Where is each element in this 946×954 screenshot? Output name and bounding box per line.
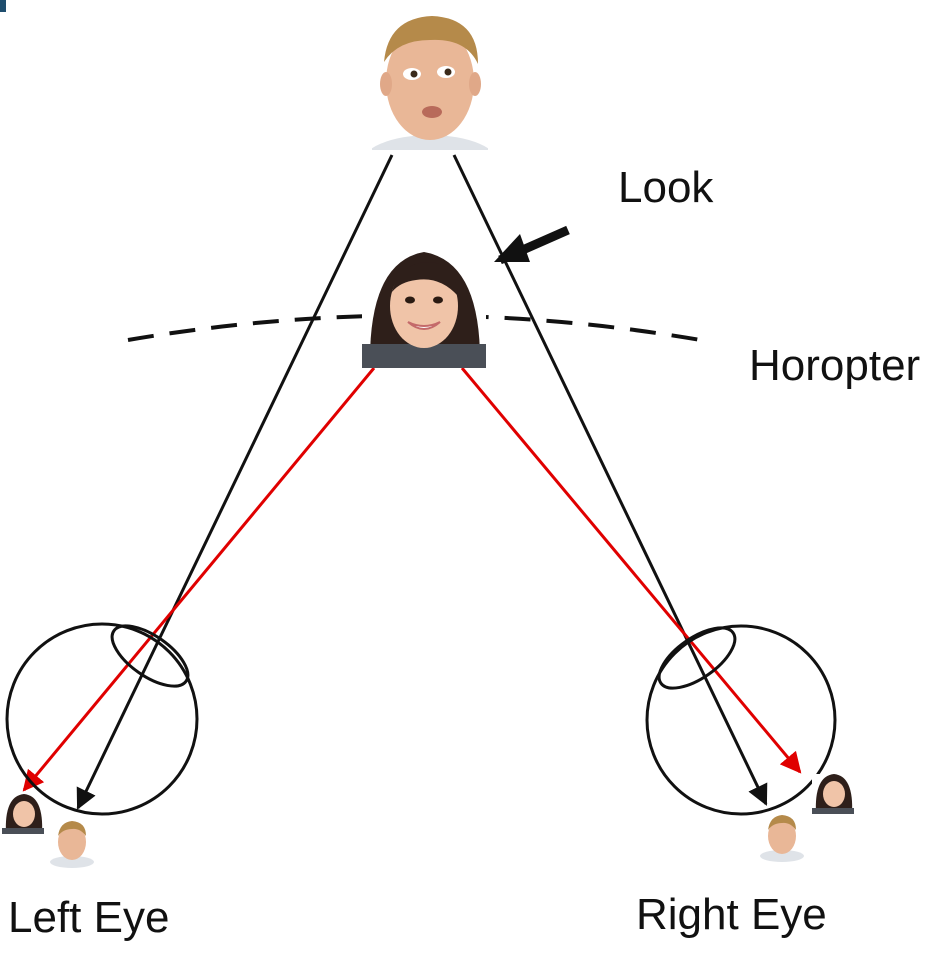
horopter-curve bbox=[127, 313, 713, 344]
left-eye-label: Left Eye bbox=[8, 893, 170, 942]
right-eye-label: Right Eye bbox=[636, 890, 827, 939]
left-eye-girl-image bbox=[2, 794, 44, 834]
horopter-label: Horopter bbox=[749, 341, 921, 390]
right-eye-man-image bbox=[760, 815, 804, 862]
left-eye bbox=[5, 622, 199, 816]
look-arrow-head bbox=[494, 234, 530, 262]
right-eye-girl-image bbox=[812, 774, 854, 814]
look-label: Look bbox=[618, 163, 714, 212]
left-eye-man-image bbox=[50, 821, 94, 868]
girl-face-photo bbox=[362, 244, 486, 368]
right-eye bbox=[645, 624, 837, 816]
near-ray-right bbox=[460, 367, 802, 774]
near-ray-left bbox=[22, 367, 376, 792]
corner-mark bbox=[0, 0, 6, 12]
right-eye-lens bbox=[657, 626, 737, 690]
man-face-photo bbox=[372, 10, 488, 150]
far-ray-right bbox=[452, 154, 768, 806]
left-eye-lens bbox=[110, 624, 190, 688]
far-ray-left bbox=[76, 154, 394, 810]
